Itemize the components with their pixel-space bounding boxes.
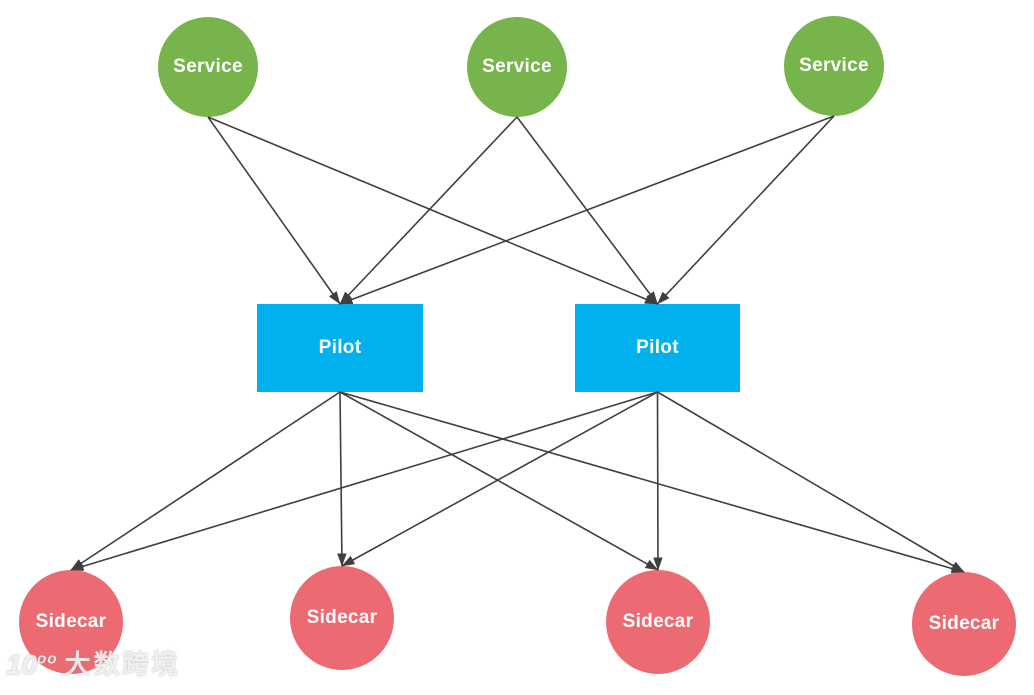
service-3-label: Service (799, 55, 869, 76)
sidecar-3-label: Sidecar (622, 611, 694, 632)
service-1-node: Service (158, 17, 258, 117)
service-3-node: Service (784, 16, 884, 116)
sidecar-3-node: Sidecar (606, 570, 710, 674)
pilot-2-label: Pilot (636, 337, 679, 358)
sidecar-2-node: Sidecar (290, 566, 394, 670)
watermark-logo-sup: oo (37, 650, 58, 668)
sidecar-1-label: Sidecar (35, 611, 107, 632)
service-2-label: Service (482, 56, 552, 77)
pilot-1-label: Pilot (318, 337, 362, 358)
sidecar-2-label: Sidecar (306, 607, 378, 628)
service-2-node: Service (467, 17, 567, 117)
sidecar-4-node: Sidecar (912, 572, 1016, 676)
pilot-2-node: Pilot (575, 304, 740, 392)
sidecar-1-node: Sidecar (19, 570, 123, 674)
watermark-logo-icon: 10oo (6, 648, 58, 680)
pilot-1-node: Pilot (257, 304, 423, 392)
watermark-logo-main: 10 (6, 648, 38, 680)
service-1-label: Service (173, 56, 243, 77)
watermark: 10oo 大数跨境 (6, 650, 181, 679)
watermark-text: 大数跨境 (64, 649, 181, 679)
sidecar-4-label: Sidecar (928, 613, 1000, 634)
